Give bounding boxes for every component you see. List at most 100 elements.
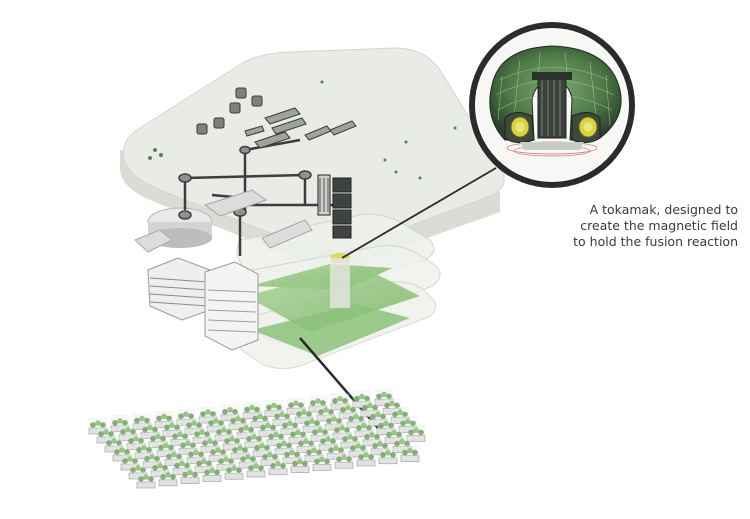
farm-planter [296, 436, 316, 453]
farm-planter [370, 438, 390, 456]
farm-planter [236, 422, 256, 440]
tokamak-magnifier [469, 22, 635, 188]
farm-planter [294, 407, 314, 424]
farm-planter [156, 440, 176, 457]
farm-planter [324, 413, 344, 431]
farm-planter [338, 402, 358, 420]
farm-planter [334, 452, 354, 469]
farm-planter [290, 456, 310, 473]
farm-planter [268, 458, 288, 476]
farm-planter [348, 440, 368, 458]
tokamak-caption: A tokamak, designed to create the magnet… [538, 202, 738, 250]
terraced-stripes [149, 277, 209, 307]
farm-planter [382, 398, 402, 415]
farm-planter [264, 400, 284, 417]
farm-planter [224, 463, 244, 480]
farm-planter [186, 447, 206, 464]
core-cylinder [330, 258, 350, 308]
farm-planter [246, 460, 266, 478]
farm-planter [360, 400, 380, 417]
farm-planter [374, 389, 394, 406]
farm-planter [286, 398, 306, 415]
farm-planter [158, 469, 178, 487]
farm-planter [206, 415, 226, 433]
farm-planter [176, 409, 196, 426]
caption-line-2: create the magnetic field [580, 218, 738, 233]
caption-line-3: to hold the fusion reaction [573, 234, 738, 249]
farm-planter [252, 440, 272, 458]
farm-planter [266, 429, 286, 446]
farm-planter [310, 425, 330, 442]
farm-planter [400, 445, 420, 462]
stacked-tower [317, 174, 352, 239]
farm-planter [110, 415, 130, 433]
farm-planter [258, 420, 278, 437]
farm-planter [164, 449, 184, 466]
farm-planter [150, 460, 170, 478]
farm-planter [140, 422, 160, 439]
farm-planter [340, 431, 360, 449]
farm-planter [184, 418, 204, 435]
storage-tanks [196, 87, 263, 135]
farm-planter [282, 447, 302, 464]
farm-planter [326, 443, 346, 460]
farm-planter [104, 435, 124, 453]
farm-planter [330, 393, 350, 411]
farm-planter [260, 449, 280, 467]
farm-planter [170, 429, 190, 446]
farm-planter [148, 431, 168, 448]
caption-line-1: A tokamak, designed to [589, 202, 738, 217]
left-wing [134, 229, 173, 253]
farm-planter [162, 420, 182, 437]
industrial-sheds [244, 107, 357, 149]
farm-planter [202, 465, 222, 482]
farm-planter [362, 429, 382, 447]
farm-planter [200, 436, 220, 453]
farm-planter [228, 413, 248, 431]
left-buildings [134, 207, 259, 351]
farm-planter [308, 395, 328, 413]
farm-planter [194, 456, 214, 473]
central-solenoid [537, 77, 567, 139]
tower-stripes [207, 289, 257, 333]
tower-block [204, 261, 259, 351]
farm-planter [288, 427, 308, 444]
farm-planter [192, 427, 212, 444]
farm-planter [136, 471, 156, 489]
farm-planter [126, 433, 146, 451]
farm-planter [272, 409, 292, 426]
farm-planter [398, 416, 418, 433]
farm-planter [378, 447, 398, 465]
pointer-line-tokamak [341, 167, 497, 259]
farm-planter [214, 424, 234, 442]
farm-planter [406, 425, 426, 442]
upper-platform-top [122, 47, 505, 251]
vertical-farm-grid [88, 389, 426, 489]
farm-planter [134, 442, 154, 460]
farm-planter [274, 438, 294, 455]
farm-planter [346, 411, 366, 429]
green-floor-3 [252, 304, 410, 356]
platform-trees [148, 80, 457, 180]
farm-planter [244, 431, 264, 449]
farm-planter [356, 449, 376, 467]
farm-planter [198, 406, 218, 424]
farm-planter [112, 444, 132, 462]
farm-planter [120, 453, 140, 471]
farm-planter [312, 454, 332, 471]
farm-planter [216, 454, 236, 471]
farm-planter [242, 402, 262, 419]
farm-planter [384, 427, 404, 444]
farm-planter [180, 467, 200, 484]
farm-planter [316, 404, 336, 422]
ramps [203, 189, 313, 249]
farm-planter [250, 411, 270, 428]
farm-planter [88, 417, 108, 435]
farm-planter [390, 407, 410, 424]
farm-planter [238, 451, 258, 469]
farm-planter [352, 391, 372, 408]
farm-planter [132, 413, 152, 430]
farm-planter [280, 418, 300, 435]
road-nodes [178, 145, 312, 220]
